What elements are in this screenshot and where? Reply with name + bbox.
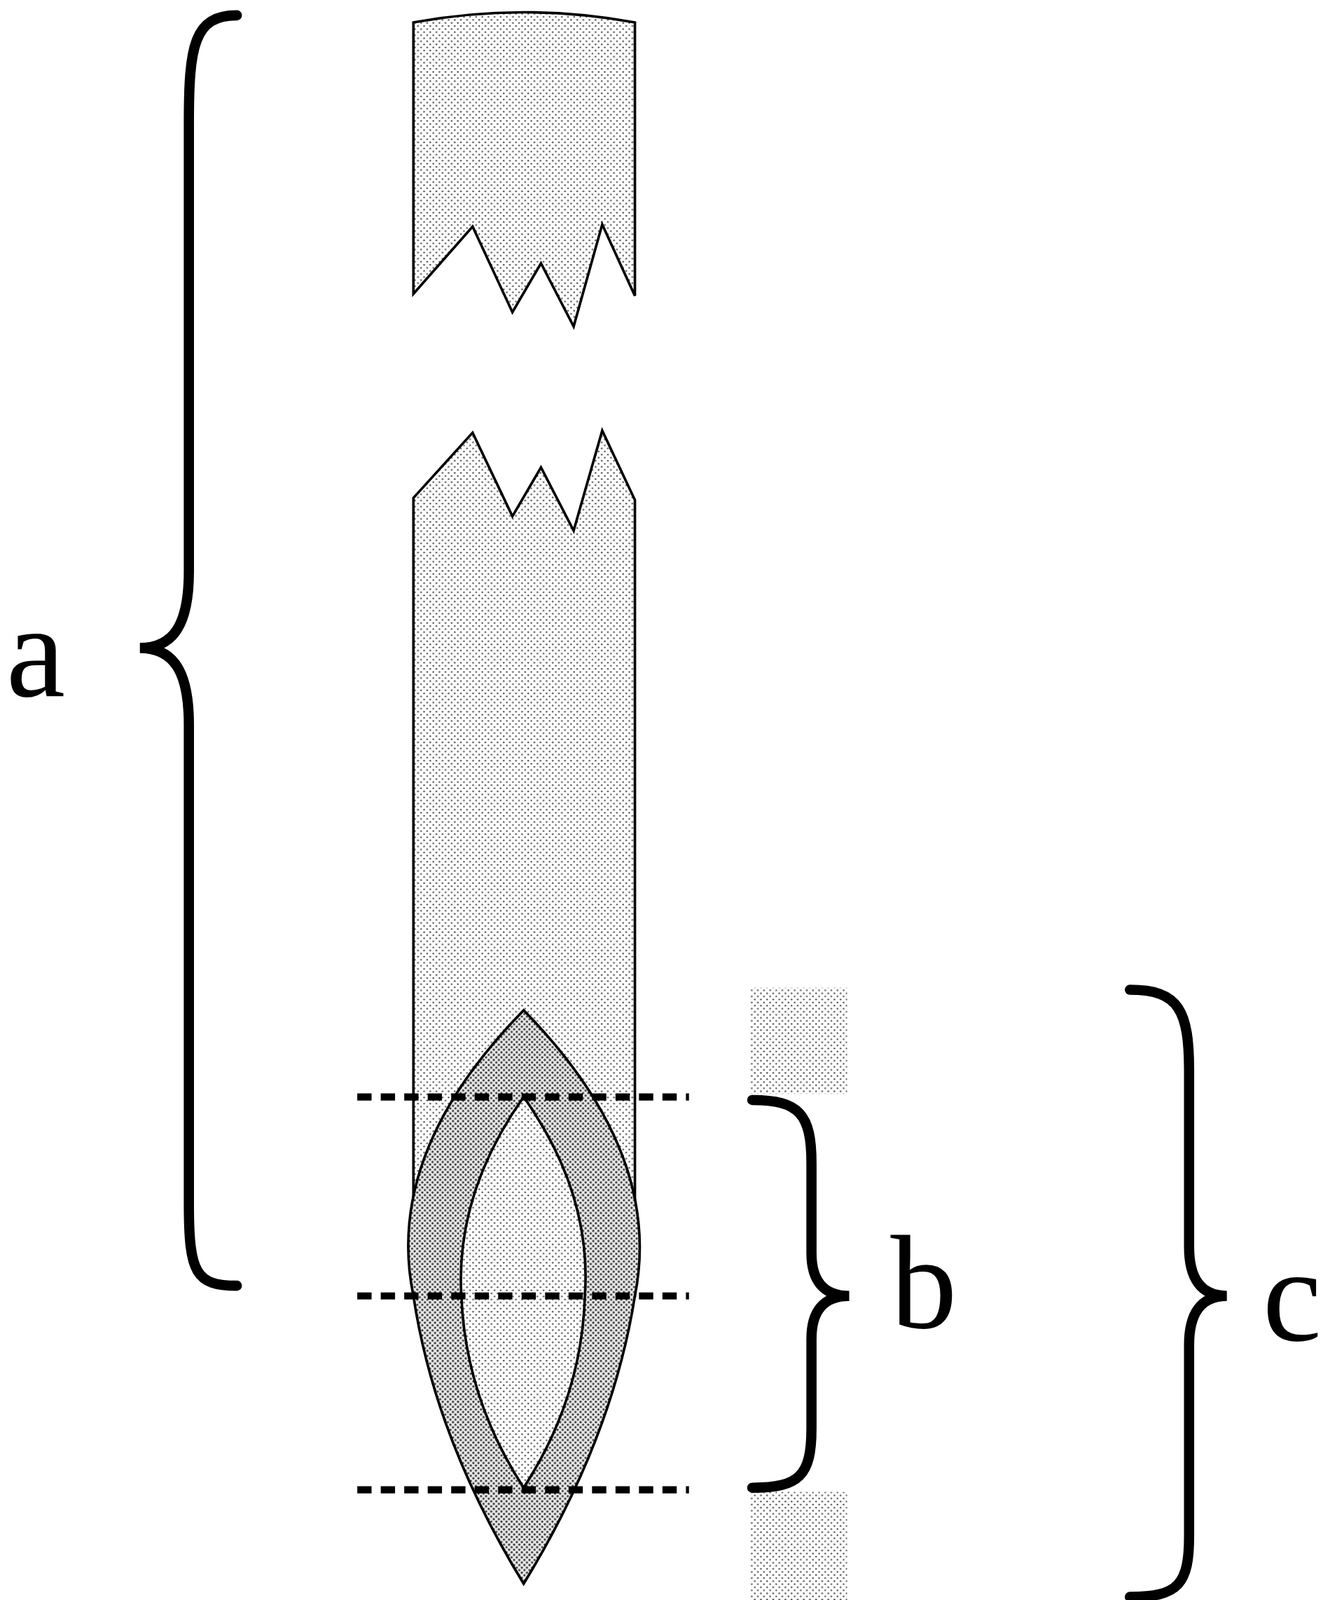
brace-c <box>1129 990 1227 1598</box>
bracket-label: c <box>1262 1229 1322 1363</box>
brace-b <box>752 1100 849 1489</box>
grey-square <box>750 988 847 1095</box>
bracket-label: b <box>890 1216 958 1350</box>
dashed-lines <box>357 1097 690 1491</box>
bracket-label: a <box>6 584 66 718</box>
upper-fragment <box>413 11 635 327</box>
brace-a <box>140 15 237 1286</box>
grey-square <box>750 1492 847 1600</box>
